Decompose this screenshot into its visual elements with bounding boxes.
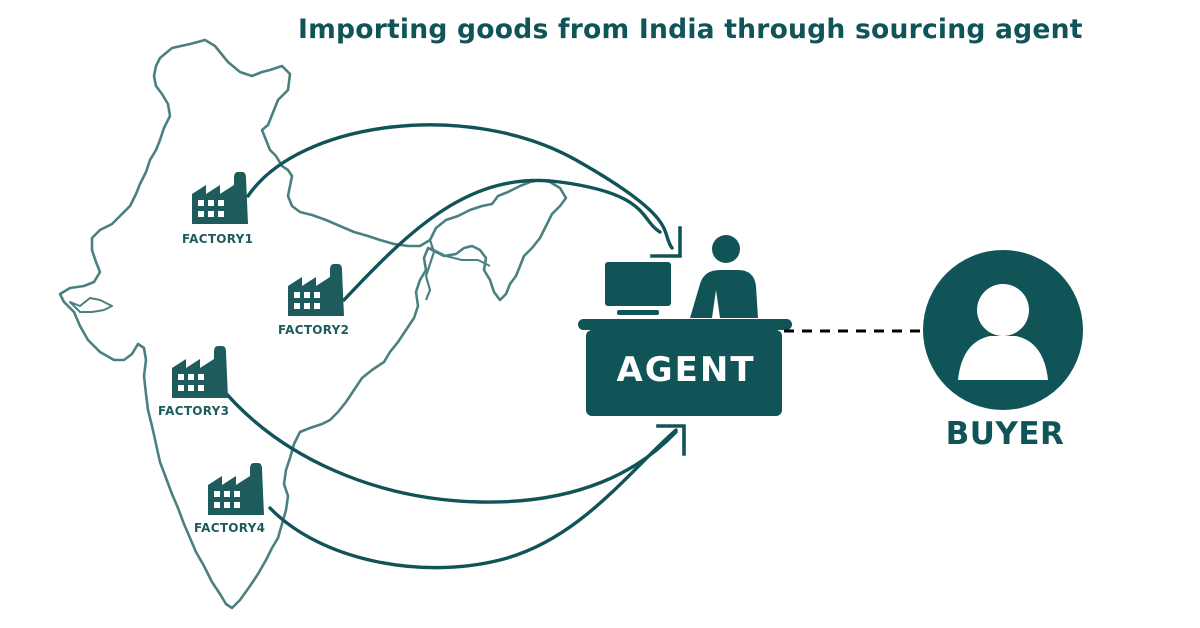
arrow-factory1-to-agent xyxy=(246,123,674,250)
diagram-title: Importing goods from India through sourc… xyxy=(298,14,1083,45)
agent-at-desk-icon xyxy=(578,235,792,416)
arrow-factory2-to-agent xyxy=(342,178,662,302)
arrow-head-bottom xyxy=(656,424,686,456)
agent-label: AGENT xyxy=(616,350,756,390)
factory-4-icon xyxy=(208,463,264,515)
buyer-label: BUYER xyxy=(945,416,1065,452)
factory-2-label: FACTORY2 xyxy=(278,323,350,337)
factory-3-icon xyxy=(172,346,228,398)
factory-2-icon xyxy=(288,264,344,316)
arrow-factory4-to-agent xyxy=(268,428,678,570)
factory-1-icon xyxy=(192,172,248,224)
factory-1-label: FACTORY1 xyxy=(182,232,254,246)
india-map-outline-icon xyxy=(58,38,568,610)
factory-3-label: FACTORY3 xyxy=(158,404,230,418)
arrow-factory3-to-agent xyxy=(216,382,678,504)
person-circle-icon xyxy=(923,250,1083,410)
arrow-head-top xyxy=(650,226,682,258)
factory-4-label: FACTORY4 xyxy=(194,521,266,535)
